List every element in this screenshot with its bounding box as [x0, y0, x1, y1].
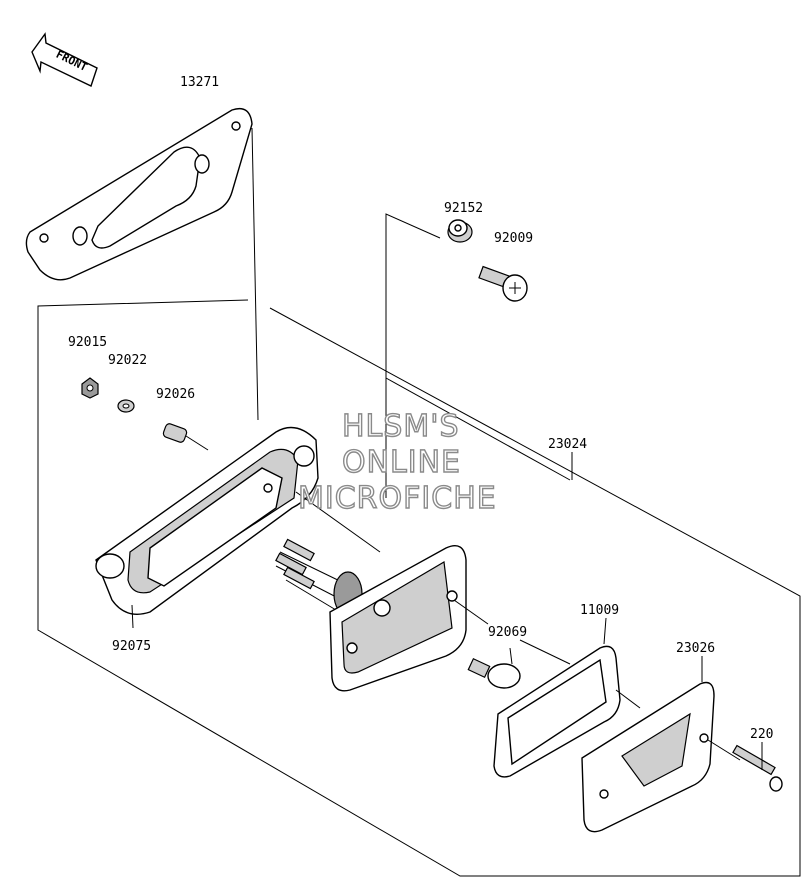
front-arrow-icon: FRONT: [31, 32, 98, 87]
gasket-11009: [493, 645, 621, 778]
watermark-line-1: HLSM'S: [342, 409, 460, 444]
assembly-outline: [37, 299, 801, 877]
part-label-23026: 23026: [676, 641, 715, 656]
part-label-11009: 11009: [580, 603, 619, 618]
part-label-13271: 13271: [180, 75, 219, 90]
part-label-92069: 92069: [488, 625, 527, 640]
lens-23026: [581, 681, 715, 833]
housing-92075: [95, 426, 319, 615]
part-label-92152: 92152: [444, 201, 483, 216]
part-label-220: 220: [750, 727, 773, 742]
bulb-92069: [467, 657, 521, 689]
screw-220: [732, 744, 783, 792]
screw-92009: [478, 265, 528, 302]
part-label-92015: 92015: [68, 335, 107, 350]
part-label-92026: 92026: [156, 387, 195, 402]
washer-92022: [117, 399, 135, 413]
part-label-92009: 92009: [494, 231, 533, 246]
part-label-23024: 23024: [548, 437, 587, 452]
watermark-line-2: ONLINE: [342, 445, 461, 480]
part-label-92022: 92022: [108, 353, 147, 368]
nut-92015: [81, 377, 99, 399]
watermark-line-3: MICROFICHE: [298, 481, 497, 516]
screw-group-outline: [385, 213, 571, 498]
part-labels: 13271 92152 92009 92015 92022 92026 2302…: [68, 75, 773, 742]
lamp-base-23024: [329, 545, 467, 692]
cap-92152: [447, 219, 473, 243]
watermark: HLSM'S ONLINE MICROFICHE: [297, 408, 497, 516]
gasket-13271: [25, 107, 253, 281]
part-label-92075: 92075: [112, 639, 151, 654]
collar-92026: [162, 423, 188, 443]
